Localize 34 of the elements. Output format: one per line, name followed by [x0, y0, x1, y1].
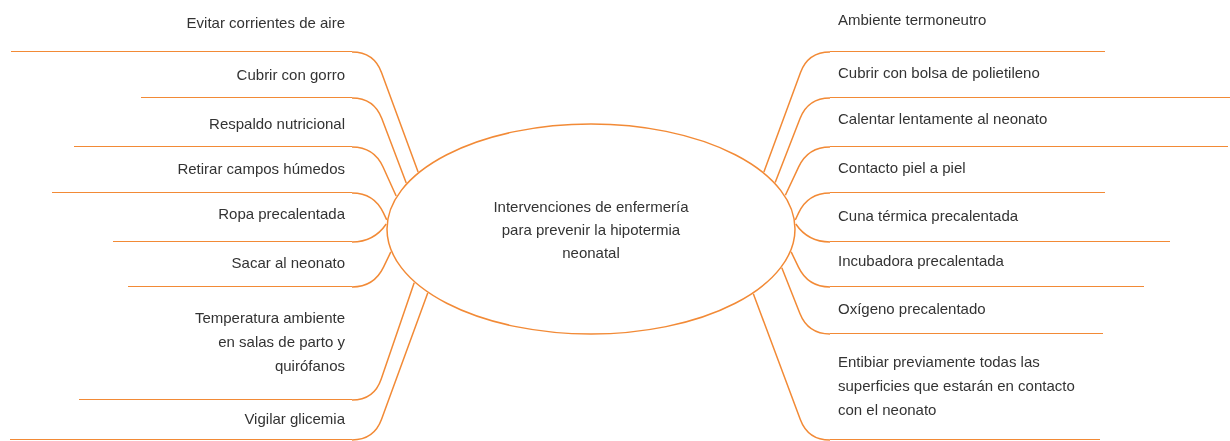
connector-line — [781, 267, 831, 335]
branch-label: Cubrir con gorro — [236, 65, 345, 85]
branch-label: Incubadora precalentada — [838, 251, 1004, 271]
connector-line — [752, 293, 831, 441]
branch-label: Vigilar glicemia — [244, 409, 345, 429]
branch-label: Entibiar previamente todas las superficies que estarán en contacto con el neonato — [838, 352, 1076, 420]
branch-label: Respaldo nutricional — [209, 114, 345, 134]
connector-line — [794, 192, 831, 221]
connector-line — [351, 97, 407, 184]
branch-label: Sacar al neonato — [231, 253, 345, 273]
branch-label: Temperatura ambiente en salas de parto y quirófanos — [193, 308, 345, 376]
branch-label: Calentar lentamente al neonato — [838, 109, 1048, 129]
central-topic: Intervenciones de enfermería para prevenir la hipotermia neonatal — [492, 196, 690, 263]
connector-line — [784, 146, 831, 197]
branch-label: Contacto piel a piel — [838, 158, 966, 178]
connector-line — [351, 223, 387, 243]
connector-line — [774, 97, 831, 184]
connector-line — [351, 292, 429, 441]
branch-label: Ropa precalentada — [218, 204, 345, 224]
connector-line — [795, 223, 831, 243]
connector-line — [351, 146, 397, 197]
branch-label: Cubrir con bolsa de polietileno — [838, 63, 1040, 83]
connector-line — [351, 281, 415, 401]
branch-label: Oxígeno precalentado — [838, 299, 986, 319]
connector-line — [763, 51, 831, 173]
connector-line — [351, 192, 388, 221]
connector-line — [351, 251, 392, 288]
connector-line — [351, 51, 419, 173]
branch-label: Evitar corrientes de aire — [186, 13, 345, 33]
connector-line — [790, 251, 831, 288]
branch-label: Ambiente termoneutro — [838, 10, 987, 30]
central-ellipse — [386, 123, 796, 335]
branch-label: Retirar campos húmedos — [177, 159, 345, 179]
branch-label: Cuna térmica precalentada — [838, 206, 1019, 226]
